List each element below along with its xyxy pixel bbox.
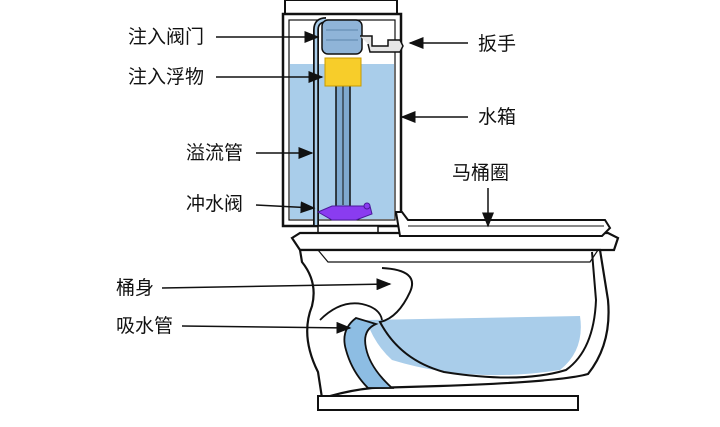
tank-lid xyxy=(285,0,397,14)
svg-text:注入阀门: 注入阀门 xyxy=(128,26,204,48)
svg-text:马桶圈: 马桶圈 xyxy=(452,162,509,184)
bowl-base xyxy=(318,396,578,410)
fill-float xyxy=(325,58,361,86)
seat-ring xyxy=(396,212,610,236)
label-tank: 水箱 xyxy=(402,106,516,128)
svg-text:扳手: 扳手 xyxy=(478,33,516,55)
label-seat-ring: 马桶圈 xyxy=(452,162,509,226)
fill-valve-head xyxy=(322,20,362,54)
bowl xyxy=(292,212,618,410)
svg-text:吸水管: 吸水管 xyxy=(116,315,173,337)
svg-text:桶身: 桶身 xyxy=(116,277,154,299)
label-handle: 扳手 xyxy=(410,33,516,55)
svg-text:注入浮物: 注入浮物 xyxy=(128,66,204,88)
svg-text:冲水阀: 冲水阀 xyxy=(186,193,243,215)
svg-text:水箱: 水箱 xyxy=(478,106,516,128)
svg-text:溢流管: 溢流管 xyxy=(186,142,243,164)
